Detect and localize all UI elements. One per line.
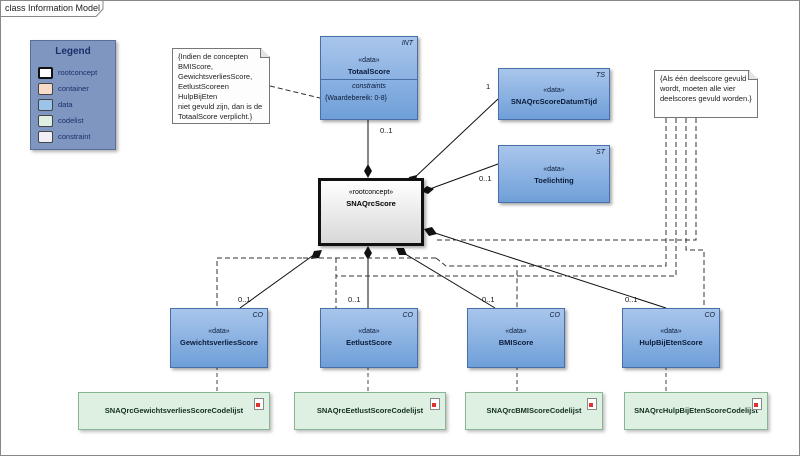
type-tag: CO bbox=[402, 312, 414, 319]
codelist-icon bbox=[587, 398, 597, 410]
class-snaqrcscoredatumtijd[interactable]: TS «data» SNAQrcScoreDatumTijd bbox=[498, 68, 610, 120]
codelist-name: SNAQrcBMIScoreCodelijst bbox=[486, 406, 582, 415]
codelist-eetlust[interactable]: SNAQrcEetlustScoreCodelijst bbox=[294, 392, 446, 430]
note-line: {Indien de concepten bbox=[178, 52, 249, 61]
class-name: BMIScore bbox=[498, 338, 534, 347]
multiplicity-eetlust: 0..1 bbox=[348, 295, 361, 304]
diamond-toelichting bbox=[421, 186, 434, 194]
codelist-name: SNAQrcHulpBijEtenScoreCodelijst bbox=[634, 406, 758, 415]
note-line: {Als één deelscore gevuld bbox=[660, 74, 747, 83]
assoc-toelichting bbox=[426, 163, 499, 191]
legend-swatch bbox=[38, 131, 53, 143]
diamond-totaal bbox=[364, 164, 372, 178]
class-name: HulpBijEtenScore bbox=[639, 338, 703, 347]
stereotype: «data» bbox=[208, 328, 230, 335]
note-line: deelscores gevuld worden.} bbox=[660, 94, 752, 103]
note-line: GewichtsverliesScore, bbox=[178, 72, 253, 81]
stereotype: «data» bbox=[660, 328, 682, 335]
codelist-links bbox=[216, 366, 667, 392]
class-gewichtsverliesscore[interactable]: CO «data» GewichtsverliesScore bbox=[170, 308, 268, 368]
class-name: Toelichting bbox=[534, 176, 574, 185]
note-fold bbox=[748, 71, 757, 80]
assoc-bmi bbox=[401, 251, 496, 309]
diamond-gewicht bbox=[311, 250, 322, 259]
note-line: BMIScore, bbox=[178, 62, 214, 71]
constraint-note-totaalscore[interactable]: {Indien de concepten BMIScore, Gewichtsv… bbox=[172, 48, 270, 124]
class-toelichting[interactable]: ST «data» Toelichting bbox=[498, 145, 610, 203]
note-link-left bbox=[269, 85, 321, 99]
type-tag: TS bbox=[596, 72, 605, 79]
legend-title: Legend bbox=[55, 46, 91, 57]
class-eetlustscore[interactable]: CO «data» EetlustScore bbox=[320, 308, 418, 368]
multiplicity-gewicht: 0..1 bbox=[238, 295, 251, 304]
codelist-name: SNAQrcGewichtsverliesScoreCodelijst bbox=[104, 406, 244, 415]
constraint-note-deelscores[interactable]: {Als één deelscore gevuld wordt, moeten … bbox=[654, 70, 758, 118]
codelist-gewichtsverlies[interactable]: SNAQrcGewichtsverliesScoreCodelijst bbox=[78, 392, 270, 430]
class-bmiscore[interactable]: CO «data» BMIScore bbox=[467, 308, 565, 368]
note-line: TotaalScore verplicht.} bbox=[178, 112, 253, 121]
codelist-hulpbijeten[interactable]: SNAQrcHulpBijEtenScoreCodelijst bbox=[624, 392, 768, 430]
multiplicity-hulp: 0..1 bbox=[625, 295, 638, 304]
legend-label: data bbox=[58, 100, 73, 109]
diamond-hulp bbox=[424, 227, 437, 236]
class-name: TotaalScore bbox=[347, 67, 391, 76]
stereotype: «data» bbox=[358, 57, 380, 64]
class-name: SNAQrcScoreDatumTijd bbox=[510, 97, 598, 106]
type-tag: CO bbox=[704, 312, 716, 319]
codelist-bmi[interactable]: SNAQrcBMIScoreCodelijst bbox=[465, 392, 603, 430]
legend: Legend rootconcept container data codeli… bbox=[30, 40, 116, 150]
type-tag: INT bbox=[401, 40, 413, 47]
legend-label: container bbox=[58, 84, 89, 93]
class-totaalscore[interactable]: INT «data» TotaalScore constraints {Waar… bbox=[320, 36, 418, 120]
legend-swatch bbox=[38, 99, 53, 111]
codelist-icon bbox=[752, 398, 762, 410]
constraints-label: constraints bbox=[352, 83, 386, 90]
multiplicity-toelichting: 0..1 bbox=[479, 174, 492, 183]
class-name: SNAQrcScore bbox=[346, 199, 396, 208]
stereotype: «data» bbox=[505, 328, 527, 335]
stereotype: «data» bbox=[543, 166, 565, 173]
class-hulpbijetenscore[interactable]: CO «data» HulpBijEtenScore bbox=[622, 308, 720, 368]
type-tag: CO bbox=[252, 312, 264, 319]
legend-label: codelist bbox=[58, 116, 84, 125]
diamond-eetlust bbox=[364, 246, 372, 260]
legend-label: constraint bbox=[58, 132, 91, 141]
codelist-icon bbox=[430, 398, 440, 410]
note-line: niet gevuld zijn, dan is de bbox=[178, 102, 263, 111]
stereotype: «data» bbox=[543, 87, 565, 94]
diamond-bmi bbox=[396, 248, 407, 255]
legend-swatch bbox=[38, 67, 53, 79]
class-name: GewichtsverliesScore bbox=[180, 338, 258, 347]
codelist-icon bbox=[254, 398, 264, 410]
class-snaqrcscore-root[interactable]: «rootconcept» SNAQrcScore bbox=[318, 178, 424, 246]
type-tag: CO bbox=[549, 312, 561, 319]
note-fold bbox=[260, 49, 269, 58]
codelist-name: SNAQrcEetlustScoreCodelijst bbox=[316, 406, 424, 415]
constraint-value: {Waardebereik: 0-8} bbox=[325, 95, 387, 102]
note-line: wordt, moeten alle vier bbox=[660, 84, 736, 93]
assoc-gewicht bbox=[239, 253, 316, 309]
legend-swatch bbox=[38, 115, 53, 127]
type-tag: ST bbox=[596, 149, 605, 156]
note-links-right bbox=[216, 118, 705, 308]
legend-swatch bbox=[38, 83, 53, 95]
multiplicity-totaal: 0..1 bbox=[380, 126, 393, 135]
diagram-title: class Information Model bbox=[5, 3, 101, 13]
multiplicity-datum: 1 bbox=[486, 82, 491, 91]
class-name: EetlustScore bbox=[346, 338, 392, 347]
compartment-divider bbox=[321, 79, 417, 80]
stereotype: «rootconcept» bbox=[348, 189, 394, 196]
assoc-datum bbox=[411, 98, 499, 181]
legend-label: rootconcept bbox=[58, 68, 98, 77]
note-line: EetlustScoreen HulpBijEten bbox=[178, 82, 229, 101]
assoc-hulp bbox=[431, 231, 667, 309]
stereotype: «data» bbox=[358, 328, 380, 335]
multiplicity-bmi: 0..1 bbox=[482, 295, 495, 304]
title-tab-border bbox=[0, 0, 104, 17]
